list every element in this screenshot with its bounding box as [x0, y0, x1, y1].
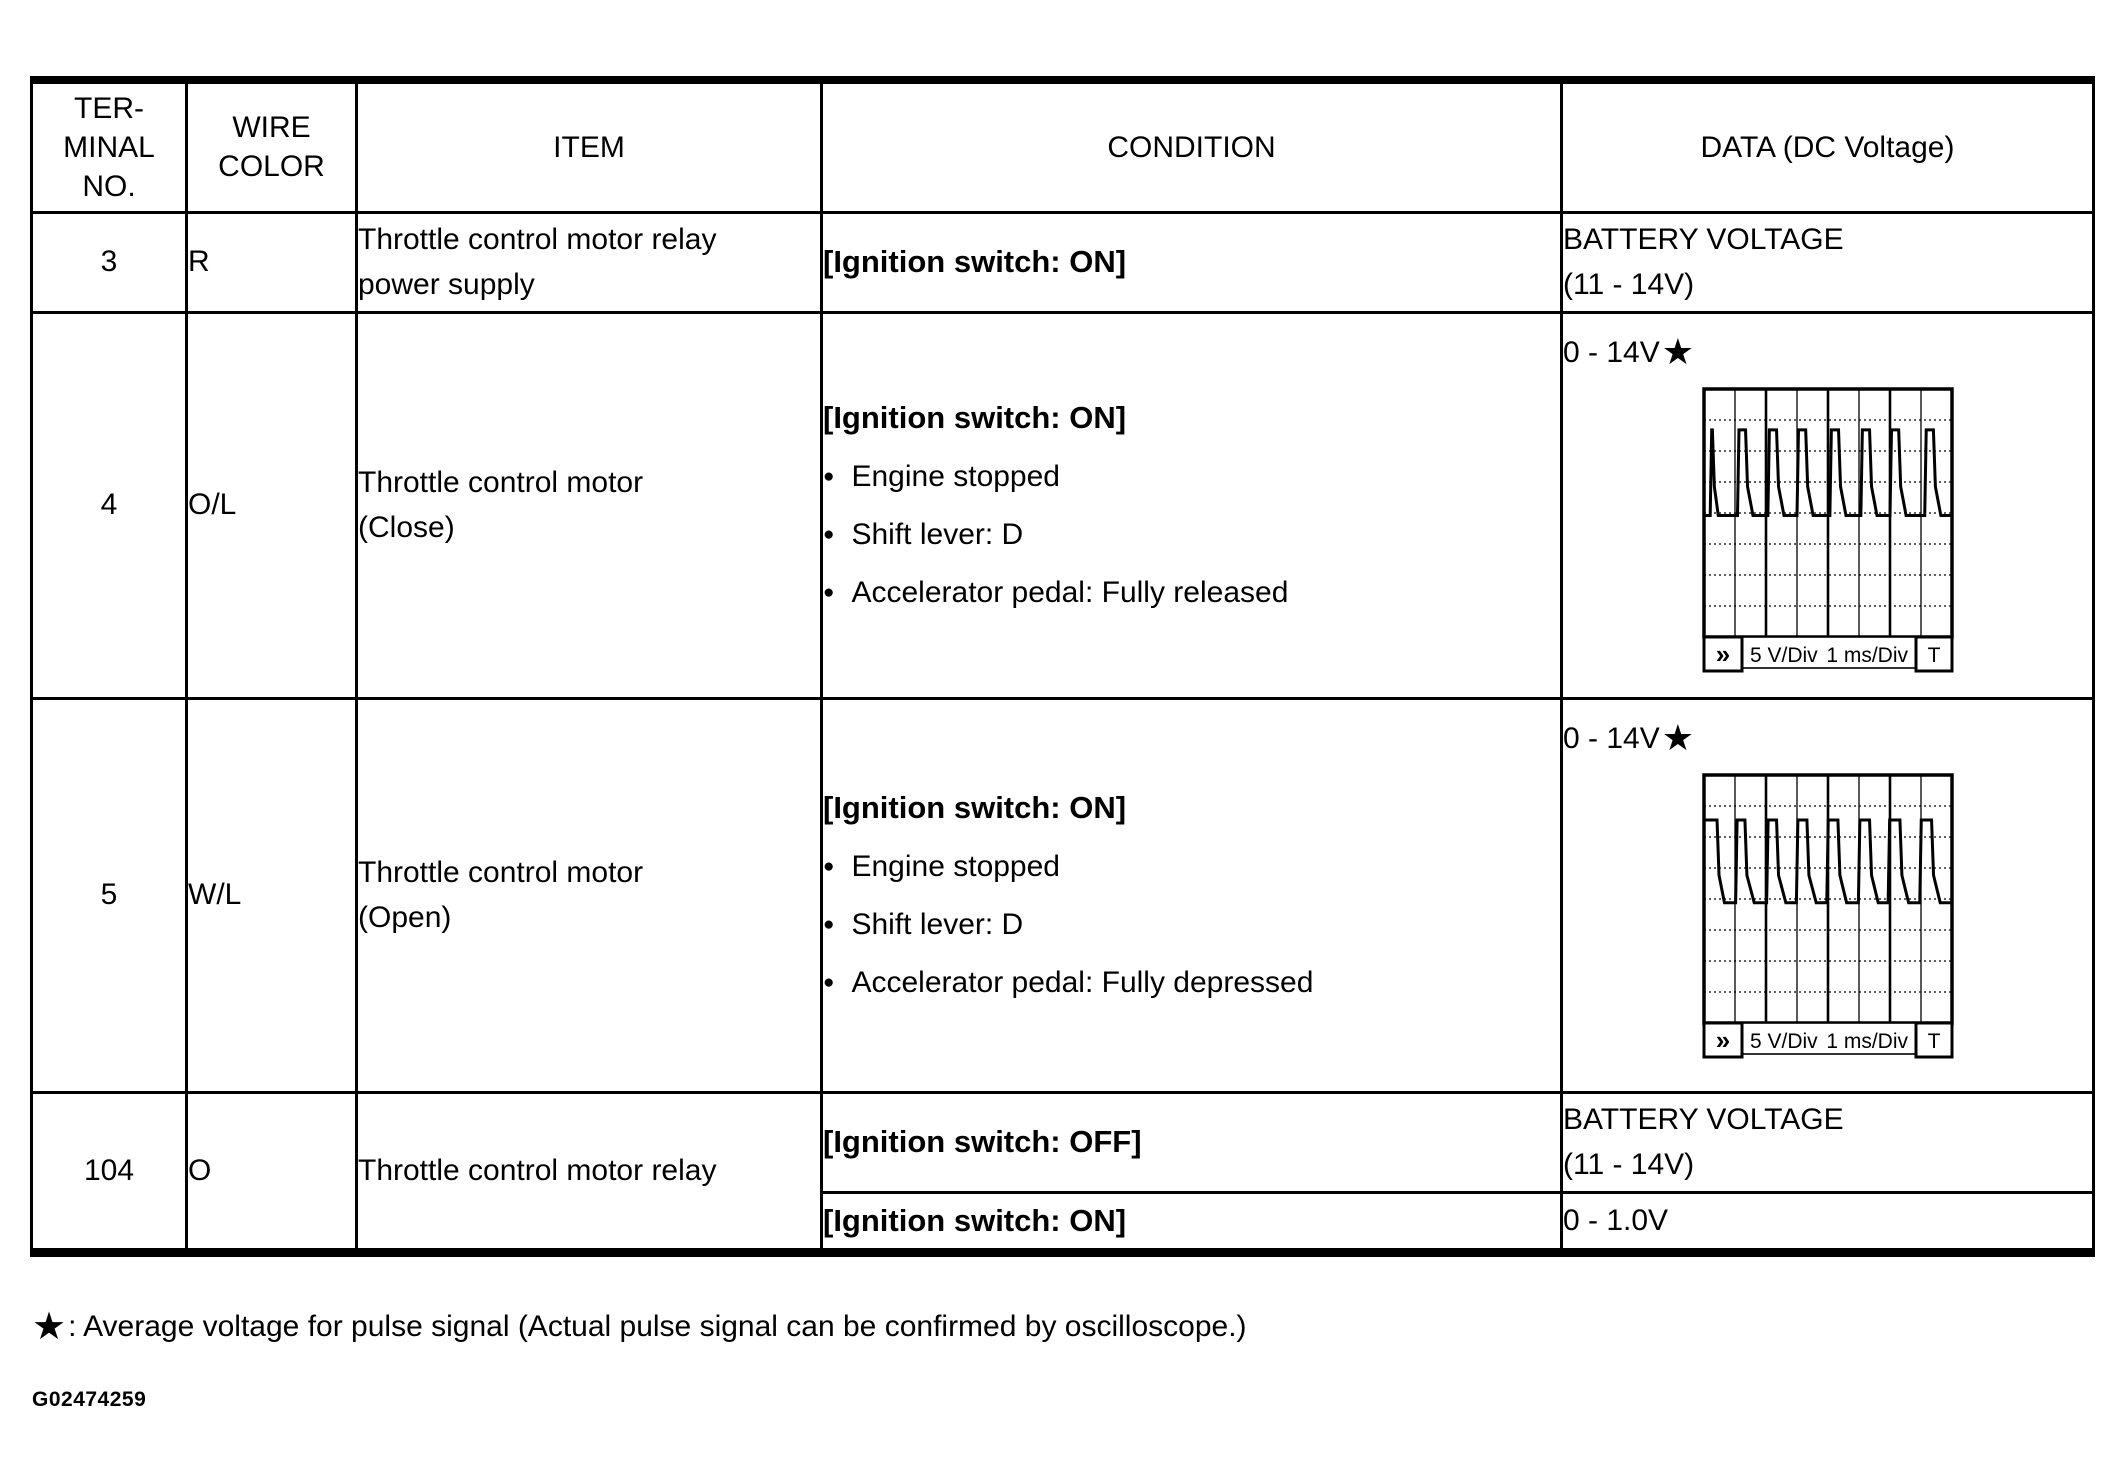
item-line: Throttle control motor relay — [358, 1154, 717, 1187]
footnote-text: : Average voltage for pulse signal (Actu… — [68, 1310, 1247, 1343]
table-row-terminal-5: 5 W/L Throttle control motor (Open) [Ign… — [30, 696, 2095, 1094]
item-cell: Throttle control motor (Close) — [355, 310, 823, 700]
data-cell: 0 - 14V ★ » 5 V/Div 1 ms/Div T — [1560, 310, 2095, 700]
condition-bullet-text: Engine stopped — [851, 460, 1060, 493]
trigger-indicator: T — [1927, 644, 1940, 667]
condition-cell: [Ignition switch: ON] ● Engine stopped ●… — [820, 696, 1563, 1094]
data-line: 0 - 1.0V — [1563, 1204, 1669, 1237]
header-terminal-line2: MINAL — [63, 130, 155, 164]
wire-color: O/L — [185, 310, 358, 700]
data-line: (11 - 14V) — [1563, 268, 1695, 301]
item-cell: Throttle control motor (Open) — [355, 696, 823, 1094]
table-row-terminal-3: 3 R Throttle control motor relay power s… — [30, 210, 2095, 314]
terminal-spec-table: TER- MINAL NO. WIRE COLOR ITEM CONDITION… — [30, 76, 2095, 1257]
table-row-terminal-104: 104 O Throttle control motor relay [Igni… — [30, 1090, 2095, 1254]
condition-bullet-text: Accelerator pedal: Fully released — [851, 576, 1289, 609]
table-row-terminal-4: 4 O/L Throttle control motor (Close) [Ig… — [30, 310, 2095, 700]
terminal-no: 104 — [30, 1090, 188, 1254]
condition-bullet: ● Engine stopped — [823, 460, 1559, 494]
table-subrow-terminal-104: [Ignition switch: ON] 0 - 1.0V — [32, 1190, 2095, 1254]
condition-bullet: ● Engine stopped — [823, 850, 1559, 884]
bullet-icon: ● — [823, 524, 835, 545]
bullet-icon: ● — [823, 914, 835, 935]
condition-main: [Ignition switch: ON] — [823, 790, 1127, 825]
item-line: (Close) — [358, 511, 455, 544]
condition-bullet: ● Shift lever: D — [823, 908, 1559, 942]
item-line: Throttle control motor — [358, 466, 644, 499]
item-cell: Throttle control motor relay power suppl… — [355, 210, 823, 314]
condition-cell: [Ignition switch: ON] — [820, 1190, 1563, 1254]
bullet-icon: ● — [823, 582, 835, 603]
table-header-row: TER- MINAL NO. WIRE COLOR ITEM CONDITION… — [30, 78, 2095, 214]
data-line: (11 - 14V) — [1563, 1148, 1695, 1181]
header-wire-line1: WIRE — [232, 111, 311, 145]
item-line: power supply — [358, 268, 535, 301]
trigger-indicator: T — [1927, 1030, 1940, 1053]
condition-main: [Ignition switch: ON] — [823, 244, 1127, 279]
star-icon: ★ — [1661, 331, 1695, 372]
header-condition: CONDITION — [820, 78, 1563, 214]
data-line: BATTERY VOLTAGE — [1563, 1103, 1844, 1136]
star-icon: ★ — [1661, 717, 1695, 758]
data-cell: BATTERY VOLTAGE (11 - 14V) — [1560, 1090, 2095, 1194]
scope-marker-icon: » — [1715, 639, 1729, 669]
condition-bullet-text: Engine stopped — [851, 850, 1060, 883]
condition-bullet-text: Accelerator pedal: Fully depressed — [851, 966, 1314, 999]
voltage-range-text: 0 - 14V — [1563, 721, 1660, 755]
oscilloscope-waveform: » 5 V/Div 1 ms/Div T — [1701, 772, 1954, 1060]
condition-main: [Ignition switch: ON] — [823, 400, 1127, 435]
terminal-no: 4 — [30, 310, 188, 700]
condition-cell: [Ignition switch: ON] ● Engine stopped ●… — [820, 310, 1563, 700]
pulse-voltage-label: 0 - 14V ★ — [1563, 330, 2091, 375]
bullet-icon: ● — [823, 972, 835, 993]
oscilloscope-waveform: » 5 V/Div 1 ms/Div T — [1701, 386, 1954, 674]
star-icon: ★ — [32, 1306, 67, 1348]
header-wire-color: WIRE COLOR — [185, 78, 358, 214]
condition-bullet: ● Shift lever: D — [823, 518, 1559, 552]
condition-main: [Ignition switch: OFF] — [823, 1124, 1142, 1159]
header-item: ITEM — [355, 78, 823, 214]
header-terminal-line3: NO. — [82, 169, 136, 203]
pulse-voltage-label: 0 - 14V ★ — [1563, 716, 2091, 761]
data-line: BATTERY VOLTAGE — [1563, 223, 1844, 256]
time-per-div-label: 1 ms/Div — [1826, 644, 1908, 667]
wire-color: W/L — [185, 696, 358, 1094]
data-cell: 0 - 14V ★ » 5 V/Div 1 ms/Div T — [1560, 696, 2095, 1094]
condition-bullet-text: Shift lever: D — [851, 518, 1024, 551]
data-cell: 0 - 1.0V — [1560, 1190, 2095, 1254]
condition-bullet: ● Accelerator pedal: Fully depressed — [823, 966, 1559, 1000]
condition-cell: [Ignition switch: OFF] — [820, 1090, 1563, 1194]
scope-marker-icon: » — [1715, 1025, 1729, 1055]
condition-cell: [Ignition switch: ON] — [820, 210, 1563, 314]
oscilloscope-image: » 5 V/Div 1 ms/Div T — [1701, 386, 1954, 672]
volts-per-div-label: 5 V/Div — [1750, 1030, 1818, 1053]
bullet-icon: ● — [823, 466, 835, 487]
bullet-icon: ● — [823, 856, 835, 877]
item-line: (Open) — [358, 901, 452, 934]
condition-main: [Ignition switch: ON] — [823, 1202, 1127, 1238]
terminal-no: 5 — [30, 696, 188, 1094]
wire-color: O — [185, 1090, 358, 1254]
terminal-no: 3 — [30, 210, 188, 314]
volts-per-div-label: 5 V/Div — [1750, 644, 1818, 667]
header-terminal-line1: TER- — [74, 91, 144, 125]
condition-bullet-text: Shift lever: D — [851, 908, 1024, 941]
item-line: Throttle control motor relay — [358, 223, 717, 256]
data-cell: BATTERY VOLTAGE (11 - 14V) — [1560, 210, 2095, 314]
condition-bullet: ● Accelerator pedal: Fully released — [823, 576, 1559, 610]
oscilloscope-image: » 5 V/Div 1 ms/Div T — [1701, 772, 1954, 1058]
footnote: ★ : Average voltage for pulse signal (Ac… — [32, 1306, 1247, 1348]
figure-code: G02474259 — [32, 1388, 147, 1411]
time-per-div-label: 1 ms/Div — [1826, 1030, 1908, 1053]
item-cell: Throttle control motor relay — [355, 1090, 823, 1254]
wire-color: R — [185, 210, 358, 314]
voltage-range-text: 0 - 14V — [1563, 335, 1660, 369]
header-wire-line2: COLOR — [218, 150, 325, 184]
header-data: DATA (DC Voltage) — [1560, 78, 2095, 214]
header-terminal-no: TER- MINAL NO. — [30, 78, 188, 214]
item-line: Throttle control motor — [358, 856, 644, 889]
